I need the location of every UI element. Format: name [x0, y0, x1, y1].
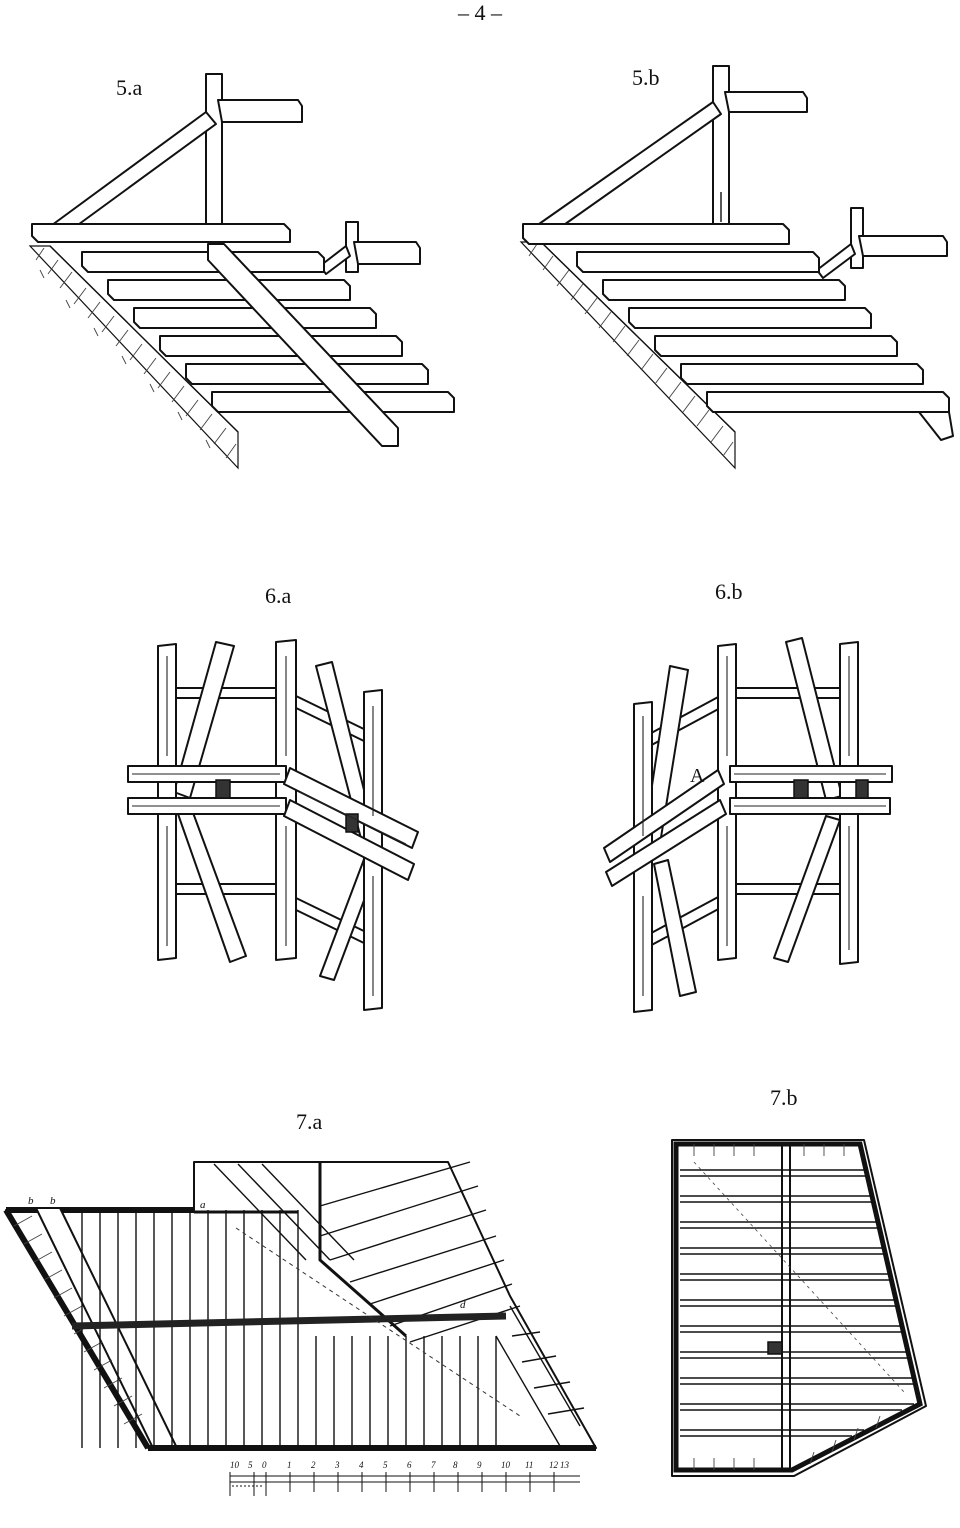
scale-label: 1: [287, 1460, 292, 1470]
plan-mark-b: b: [50, 1195, 56, 1207]
scale-label: 0: [262, 1460, 267, 1470]
scale-label: 12: [549, 1460, 559, 1470]
scale-label: 10: [230, 1460, 240, 1470]
scale-label: 5: [248, 1460, 253, 1470]
scale-label: 4: [359, 1460, 364, 1470]
figure-7b-drawing: [664, 1132, 934, 1482]
page-number: – 4 –: [458, 0, 502, 25]
scale-label: 6: [407, 1460, 412, 1470]
scale-label: 11: [525, 1460, 533, 1470]
plan-mark-a: a: [200, 1199, 206, 1211]
figure-6b-drawing: [600, 636, 900, 1020]
figure-label-6b: 6.b: [715, 579, 743, 604]
plan-mark-b: b: [28, 1195, 34, 1207]
callout-a: A: [690, 765, 705, 787]
figure-label-7a: 7.a: [296, 1109, 323, 1134]
scale-label: 3: [334, 1460, 340, 1470]
scale-label: 10: [501, 1460, 511, 1470]
figure-label-5b: 5.b: [632, 65, 660, 90]
figure-label-5a: 5.a: [116, 75, 143, 100]
figure-5a-drawing: [20, 60, 480, 480]
figure-label-7b: 7.b: [770, 1085, 798, 1110]
figure-label-6a: 6.a: [265, 583, 292, 608]
scale-label: 5: [383, 1460, 388, 1470]
scale-label: 9: [477, 1460, 482, 1470]
scale-label: 13: [560, 1460, 570, 1470]
figure-7a-drawing: b b a d 10 5 0 1 2 3 4 5 6 7 8 9 10 11 1…: [0, 1156, 605, 1496]
figure-6a-drawing: [120, 636, 430, 1016]
scale-label: 7: [431, 1460, 436, 1470]
scale-label: 2: [311, 1460, 316, 1470]
plan-mark-d: d: [460, 1299, 466, 1311]
figure-5b-drawing: [515, 56, 960, 480]
scale-label: 8: [453, 1460, 458, 1470]
